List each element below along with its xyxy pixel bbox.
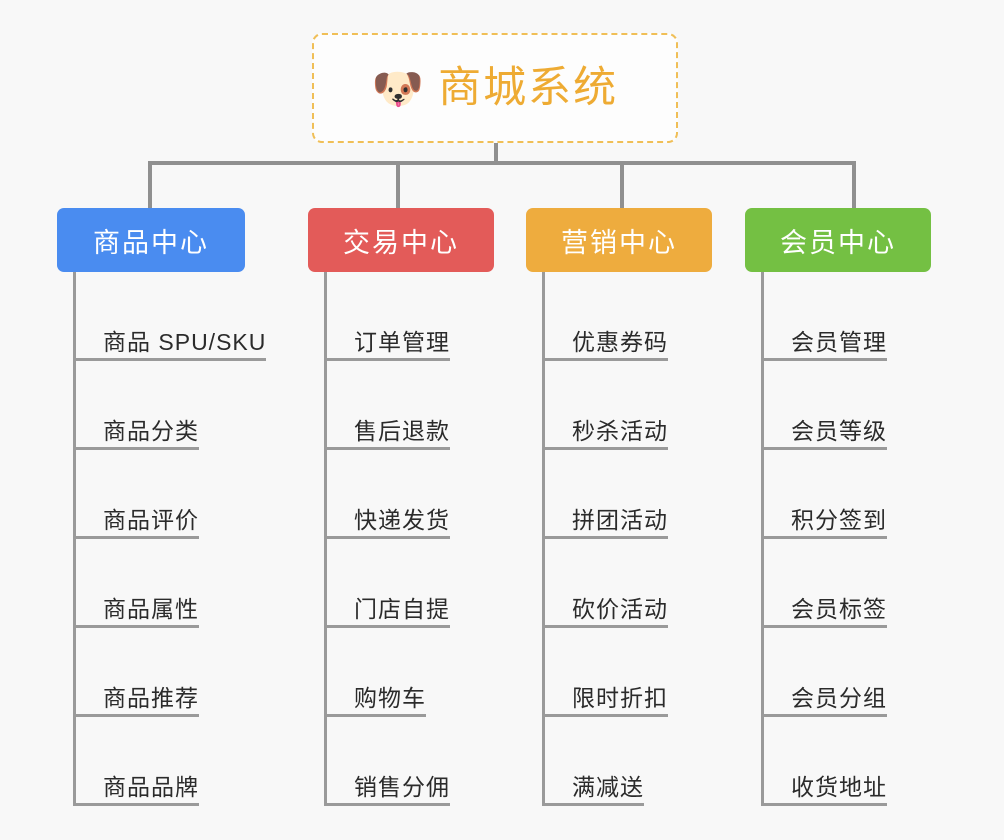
leaf-node-underline	[542, 536, 668, 539]
leaf-node[interactable]: 售后退款	[308, 361, 538, 450]
leaf-node-label: 购物车	[354, 684, 426, 711]
column-items-1: 订单管理售后退款快递发货门店自提购物车销售分佣	[308, 272, 538, 806]
column-items-3: 会员管理会员等级积分签到会员标签会员分组收货地址	[745, 272, 975, 806]
leaf-node-label: 限时折扣	[572, 684, 668, 711]
column-spine	[324, 272, 327, 806]
leaf-node[interactable]: 积分签到	[745, 450, 975, 539]
leaf-node-underline	[542, 447, 668, 450]
leaf-node-underline	[761, 358, 887, 361]
connector-root-stem	[494, 143, 498, 164]
leaf-node-label: 商品属性	[103, 595, 199, 622]
connector-drop-3	[620, 161, 624, 208]
leaf-node-underline	[324, 536, 450, 539]
leaf-node-underline	[761, 714, 887, 717]
root-title: 商城系统	[438, 63, 619, 112]
column-items-0: 商品 SPU/SKU 商品分类商品评价商品属性商品推荐商品品牌	[57, 272, 307, 806]
leaf-node-label: 商品推荐	[103, 684, 199, 711]
column-header-label: 交易中心	[343, 227, 459, 258]
leaf-node[interactable]: 快递发货	[308, 450, 538, 539]
leaf-node-underline	[761, 625, 887, 628]
connector-bus	[148, 161, 856, 165]
leaf-node-underline	[542, 714, 668, 717]
leaf-node-underline	[324, 358, 450, 361]
leaf-node-underline	[761, 447, 887, 450]
leaf-node-underline	[73, 803, 199, 806]
leaf-node[interactable]: 会员管理	[745, 272, 975, 361]
column-spine	[73, 272, 76, 806]
leaf-node[interactable]: 销售分佣	[308, 717, 538, 806]
leaf-node-label: 砍价活动	[572, 595, 668, 622]
leaf-node-label: 满减送	[572, 773, 644, 800]
leaf-node[interactable]: 收货地址	[745, 717, 975, 806]
leaf-node-label: 快递发货	[354, 506, 450, 533]
leaf-node-underline	[324, 625, 450, 628]
column-header-label: 会员中心	[780, 227, 896, 258]
connector-drop-2	[396, 161, 400, 208]
leaf-node-label: 商品评价	[103, 506, 199, 533]
leaf-node-label: 会员等级	[791, 417, 887, 444]
root-node[interactable]: 🐶 商城系统	[312, 33, 678, 143]
leaf-node[interactable]: 门店自提	[308, 539, 538, 628]
leaf-node-underline	[542, 625, 668, 628]
leaf-node-underline	[324, 714, 426, 717]
leaf-node-label: 销售分佣	[354, 773, 450, 800]
leaf-node-label: 商品品牌	[103, 773, 199, 800]
leaf-node-label: 拼团活动	[572, 506, 668, 533]
leaf-node-label: 会员标签	[791, 595, 887, 622]
column-header-label: 商品中心	[93, 227, 209, 258]
leaf-node-label: 商品 SPU/SKU	[103, 328, 267, 355]
leaf-node-label: 商品分类	[103, 417, 199, 444]
column-spine	[542, 272, 545, 806]
leaf-node[interactable]: 商品推荐	[57, 628, 307, 717]
leaf-node-underline	[761, 536, 887, 539]
leaf-node[interactable]: 商品品牌	[57, 717, 307, 806]
column-header-0[interactable]: 商品中心	[57, 208, 245, 272]
leaf-node[interactable]: 优惠券码	[526, 272, 756, 361]
leaf-node-label: 秒杀活动	[572, 417, 668, 444]
leaf-node-underline	[73, 625, 199, 628]
leaf-node[interactable]: 会员等级	[745, 361, 975, 450]
leaf-node[interactable]: 满减送	[526, 717, 756, 806]
leaf-node-underline	[73, 714, 199, 717]
leaf-node-label: 会员分组	[791, 684, 887, 711]
column-header-1[interactable]: 交易中心	[308, 208, 494, 272]
leaf-node-label: 积分签到	[791, 506, 887, 533]
leaf-node[interactable]: 会员分组	[745, 628, 975, 717]
leaf-node[interactable]: 商品属性	[57, 539, 307, 628]
dog-face-icon: 🐶	[371, 65, 425, 112]
connector-drop-4	[852, 161, 856, 208]
leaf-node-underline	[324, 803, 450, 806]
leaf-node-label: 售后退款	[354, 417, 450, 444]
leaf-node-label: 优惠券码	[572, 328, 668, 355]
column-header-2[interactable]: 营销中心	[526, 208, 712, 272]
leaf-node[interactable]: 秒杀活动	[526, 361, 756, 450]
leaf-node-label: 订单管理	[354, 328, 450, 355]
leaf-node-underline	[542, 803, 644, 806]
leaf-node-underline	[73, 536, 199, 539]
leaf-node-underline	[73, 447, 199, 450]
leaf-node-underline	[761, 803, 887, 806]
column-header-label: 营销中心	[561, 227, 677, 258]
leaf-node-underline	[73, 358, 266, 361]
leaf-node-label: 会员管理	[791, 328, 887, 355]
leaf-node[interactable]: 限时折扣	[526, 628, 756, 717]
leaf-node-underline	[542, 358, 668, 361]
leaf-node[interactable]: 砍价活动	[526, 539, 756, 628]
leaf-node[interactable]: 购物车	[308, 628, 538, 717]
column-items-2: 优惠券码秒杀活动拼团活动砍价活动限时折扣满减送	[526, 272, 756, 806]
leaf-node-underline	[324, 447, 450, 450]
leaf-node-label: 门店自提	[354, 595, 450, 622]
leaf-node[interactable]: 拼团活动	[526, 450, 756, 539]
leaf-node[interactable]: 商品评价	[57, 450, 307, 539]
leaf-node[interactable]: 订单管理	[308, 272, 538, 361]
connector-drop-1	[148, 161, 152, 208]
leaf-node[interactable]: 商品分类	[57, 361, 307, 450]
leaf-node-label: 收货地址	[791, 773, 887, 800]
column-spine	[761, 272, 764, 806]
column-header-3[interactable]: 会员中心	[745, 208, 931, 272]
leaf-node[interactable]: 商品 SPU/SKU	[57, 272, 307, 361]
leaf-node[interactable]: 会员标签	[745, 539, 975, 628]
